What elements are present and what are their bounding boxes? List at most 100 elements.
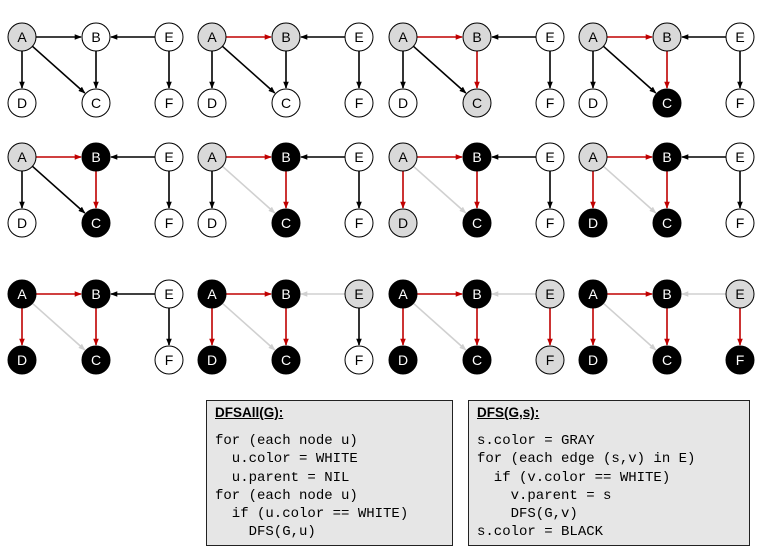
node-a <box>578 142 608 172</box>
code-line: for (each edge (s,v) in E) <box>477 451 696 468</box>
edge-a-c <box>221 45 276 94</box>
node-label: D <box>17 215 27 231</box>
node-label: E <box>164 29 173 45</box>
node-label: E <box>545 29 554 45</box>
node-label: E <box>354 29 363 45</box>
node-d <box>578 345 608 375</box>
node-b <box>652 142 682 172</box>
node-label: E <box>735 29 744 45</box>
node-label: A <box>398 29 408 45</box>
node-c <box>462 208 492 238</box>
node-label: F <box>546 352 555 368</box>
node-e <box>344 279 374 309</box>
node-a <box>578 22 608 52</box>
code-line: if (u.color == WHITE) <box>215 506 409 523</box>
node-a <box>197 22 227 52</box>
node-c <box>271 208 301 238</box>
dfsall-title: DFSAll(G): <box>215 405 284 420</box>
node-label: A <box>207 286 217 302</box>
node-label: C <box>472 95 482 111</box>
node-d <box>197 88 227 118</box>
node-label: A <box>207 29 217 45</box>
node-label: C <box>91 352 101 368</box>
node-label: D <box>17 95 27 111</box>
node-c <box>652 88 682 118</box>
edge-a-c <box>221 165 276 214</box>
code-line: u.color = WHITE <box>215 451 358 468</box>
node-d <box>7 88 37 118</box>
node-label: C <box>281 215 291 231</box>
node-label: C <box>281 95 291 111</box>
code-line: u.parent = NIL <box>215 469 350 486</box>
edge-a-c <box>412 302 467 351</box>
node-label: F <box>355 215 364 231</box>
code-line: for (each node u) <box>215 487 358 504</box>
node-f <box>344 208 374 238</box>
node-label: F <box>355 95 364 111</box>
node-label: D <box>588 95 598 111</box>
node-label: C <box>662 352 672 368</box>
node-c <box>271 88 301 118</box>
node-f <box>535 345 565 375</box>
node-label: B <box>281 29 290 45</box>
node-label: E <box>545 286 554 302</box>
node-f <box>154 345 184 375</box>
dfsall-pseudocode-box: DFSAll(G): for (each node u) u.color = W… <box>206 400 453 546</box>
node-b <box>462 22 492 52</box>
node-f <box>535 88 565 118</box>
node-f <box>725 345 755 375</box>
node-f <box>725 88 755 118</box>
node-label: B <box>662 29 671 45</box>
edge-a-c <box>412 45 467 94</box>
node-label: F <box>165 352 174 368</box>
node-label: E <box>354 149 363 165</box>
node-label: C <box>662 215 672 231</box>
node-b <box>81 142 111 172</box>
node-label: D <box>207 95 217 111</box>
edge-a-c <box>602 165 657 214</box>
node-label: A <box>398 286 408 302</box>
node-d <box>578 208 608 238</box>
node-a <box>7 279 37 309</box>
node-label: A <box>207 149 217 165</box>
dfs-pseudocode-box: DFS(G,s): s.color = GRAY for (each edge … <box>468 400 750 546</box>
node-label: C <box>91 215 101 231</box>
node-f <box>535 208 565 238</box>
node-label: B <box>281 286 290 302</box>
edge-a-c <box>31 302 86 351</box>
node-c <box>652 208 682 238</box>
node-label: C <box>91 95 101 111</box>
node-label: D <box>17 352 27 368</box>
node-e <box>154 279 184 309</box>
node-a <box>7 22 37 52</box>
node-b <box>271 142 301 172</box>
node-a <box>197 279 227 309</box>
node-e <box>725 142 755 172</box>
node-label: A <box>17 286 27 302</box>
node-a <box>388 279 418 309</box>
node-label: E <box>164 286 173 302</box>
edge-a-c <box>221 302 276 351</box>
node-label: B <box>662 286 671 302</box>
node-label: D <box>398 352 408 368</box>
node-a <box>7 142 37 172</box>
node-label: C <box>472 352 482 368</box>
node-e <box>535 279 565 309</box>
node-f <box>154 208 184 238</box>
node-label: E <box>735 149 744 165</box>
node-e <box>535 22 565 52</box>
node-label: F <box>165 95 174 111</box>
node-label: B <box>472 29 481 45</box>
node-a <box>388 142 418 172</box>
node-e <box>535 142 565 172</box>
dfs-step-2: A B C D E F <box>197 22 374 118</box>
node-label: B <box>662 149 671 165</box>
node-b <box>271 279 301 309</box>
